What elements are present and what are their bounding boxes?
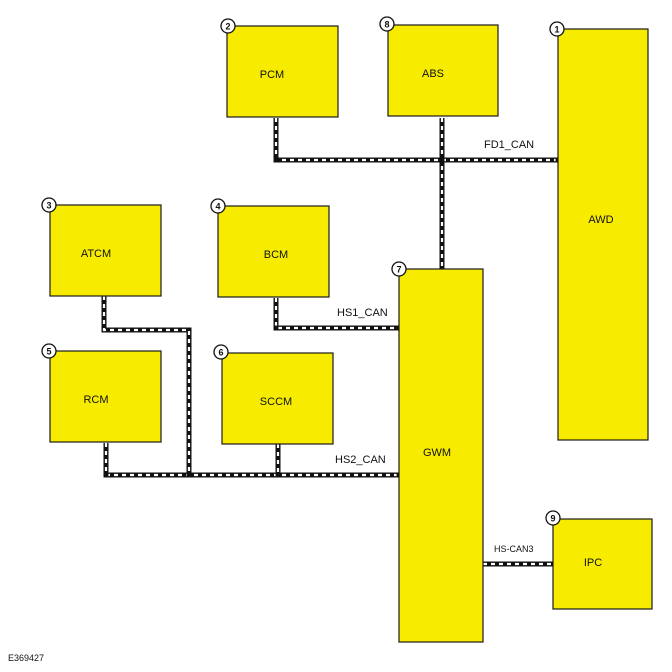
badge-gwm: 7: [391, 261, 407, 277]
module-label: ABS: [422, 68, 444, 80]
svg-text:9: 9: [550, 514, 555, 524]
svg-text:6: 6: [218, 348, 223, 358]
bus-label-fd1: FD1_CAN: [484, 139, 534, 151]
badge-bcm: 4: [210, 198, 226, 214]
module-label: BCM: [264, 249, 288, 261]
badge-ipc: 9: [545, 510, 561, 526]
svg-text:7: 7: [396, 265, 401, 275]
svg-text:4: 4: [215, 202, 220, 212]
module-label: ATCM: [81, 248, 111, 260]
module-label: SCCM: [260, 396, 292, 408]
badge-rcm: 5: [41, 343, 57, 359]
module-ipc: IPC: [552, 518, 653, 610]
svg-text:8: 8: [384, 20, 389, 30]
badge-pcm: 2: [220, 18, 236, 34]
badge-awd: 1: [549, 21, 565, 37]
bus-label-hs1: HS1_CAN: [337, 307, 388, 319]
figure-reference-id: E369427: [8, 653, 44, 663]
module-label: PCM: [260, 69, 284, 81]
svg-text:2: 2: [225, 22, 230, 32]
module-label: AWD: [588, 214, 613, 226]
bus-label-hs3: HS-CAN3: [494, 544, 534, 554]
svg-text:5: 5: [46, 347, 51, 357]
module-rcm: RCM: [49, 350, 162, 443]
module-awd: AWD: [557, 28, 649, 441]
badge-atcm: 3: [41, 197, 57, 213]
module-label: IPC: [584, 557, 602, 569]
bus-fd1: [273, 118, 561, 270]
module-atcm: ATCM: [49, 204, 162, 297]
svg-text:3: 3: [46, 201, 51, 211]
module-label: RCM: [83, 394, 108, 406]
module-sccm: SCCM: [221, 352, 334, 445]
module-pcm: PCM: [226, 25, 339, 118]
badge-sccm: 6: [213, 344, 229, 360]
bus-label-hs2: HS2_CAN: [335, 454, 386, 466]
module-label: GWM: [423, 447, 451, 459]
module-gwm: GWM: [398, 268, 484, 643]
module-bcm: BCM: [217, 205, 330, 298]
module-abs: ABS: [387, 24, 499, 117]
svg-text:1: 1: [554, 25, 559, 35]
badge-abs: 8: [379, 16, 395, 32]
